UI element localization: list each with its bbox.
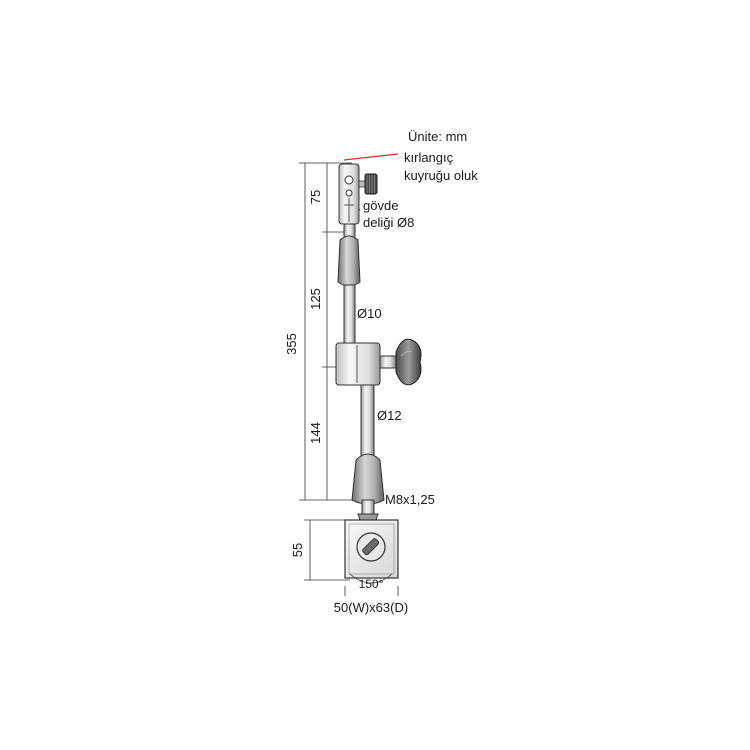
- dovetail-label-line1: kırlangıç: [404, 150, 454, 165]
- lower-rod-label: Ø12: [377, 408, 402, 423]
- upper-rod-label: Ø10: [357, 306, 382, 321]
- angle-arc: [349, 573, 393, 584]
- clamp-knob-icon: [395, 338, 422, 386]
- dovetail-label-line2: kuyruğu oluk: [404, 168, 478, 183]
- bore-label-line1: gövde: [363, 198, 398, 213]
- lower-joint: [351, 453, 385, 521]
- dim-top: 75: [308, 190, 323, 204]
- thread-label: M8x1,25: [385, 492, 435, 507]
- knurled-knob-icon: [358, 173, 378, 195]
- base-size-label: 50(W)x63(D): [334, 600, 408, 615]
- upper-rod: [343, 284, 356, 348]
- dovetail-holder: [338, 163, 360, 225]
- center-clamp: [335, 342, 397, 386]
- dimension-lines: [299, 162, 399, 596]
- dim-lower: 144: [308, 422, 323, 444]
- unit-label: Ünite: mm: [408, 129, 467, 144]
- dovetail-leader: [343, 153, 399, 161]
- dim-base: 55: [290, 543, 305, 557]
- upper-joint: [337, 223, 361, 287]
- rotary-switch-icon: [356, 532, 386, 562]
- bore-label-line2: deliği Ø8: [363, 215, 414, 230]
- dim-total: 355: [284, 333, 299, 355]
- dim-upper: 125: [308, 288, 323, 310]
- angle-label: 150°: [359, 577, 384, 591]
- lower-rod: [360, 384, 375, 458]
